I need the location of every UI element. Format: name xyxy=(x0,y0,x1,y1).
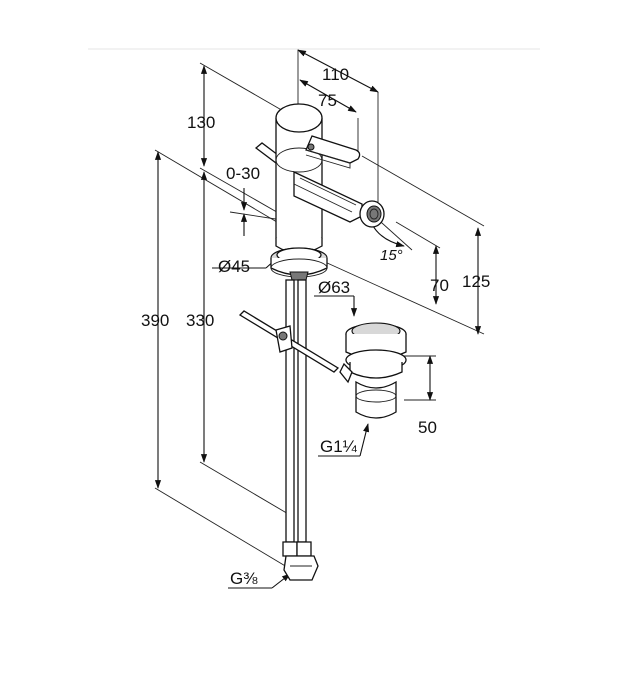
label-base-diameter: Ø45 xyxy=(218,257,250,276)
label-nozzle-height: 70 xyxy=(430,276,449,295)
dimension-labels: 110 75 130 0-30 Ø45 390 330 Ø63 50 G1¼ G… xyxy=(141,65,490,588)
label-waste-thread: G1¼ xyxy=(320,437,358,456)
label-spout-height: 125 xyxy=(462,272,490,291)
label-waste-height: 50 xyxy=(418,418,437,437)
waste-assembly xyxy=(339,322,407,419)
label-spout-reach: 110 xyxy=(322,65,349,84)
label-lower-height: 330 xyxy=(186,311,214,330)
supply-hoses xyxy=(282,279,319,581)
label-nozzle-angle: 15° xyxy=(380,247,403,264)
label-supply-thread: G⅜ xyxy=(230,569,258,588)
faucet-body xyxy=(254,103,385,281)
label-angle-range: 0-30 xyxy=(226,164,260,183)
label-lever-reach: 75 xyxy=(318,91,337,110)
popup-waste-rod xyxy=(238,310,340,373)
label-waste-diameter: Ø63 xyxy=(318,278,350,297)
label-top-height: 130 xyxy=(187,113,215,132)
label-total-height: 390 xyxy=(141,311,169,330)
